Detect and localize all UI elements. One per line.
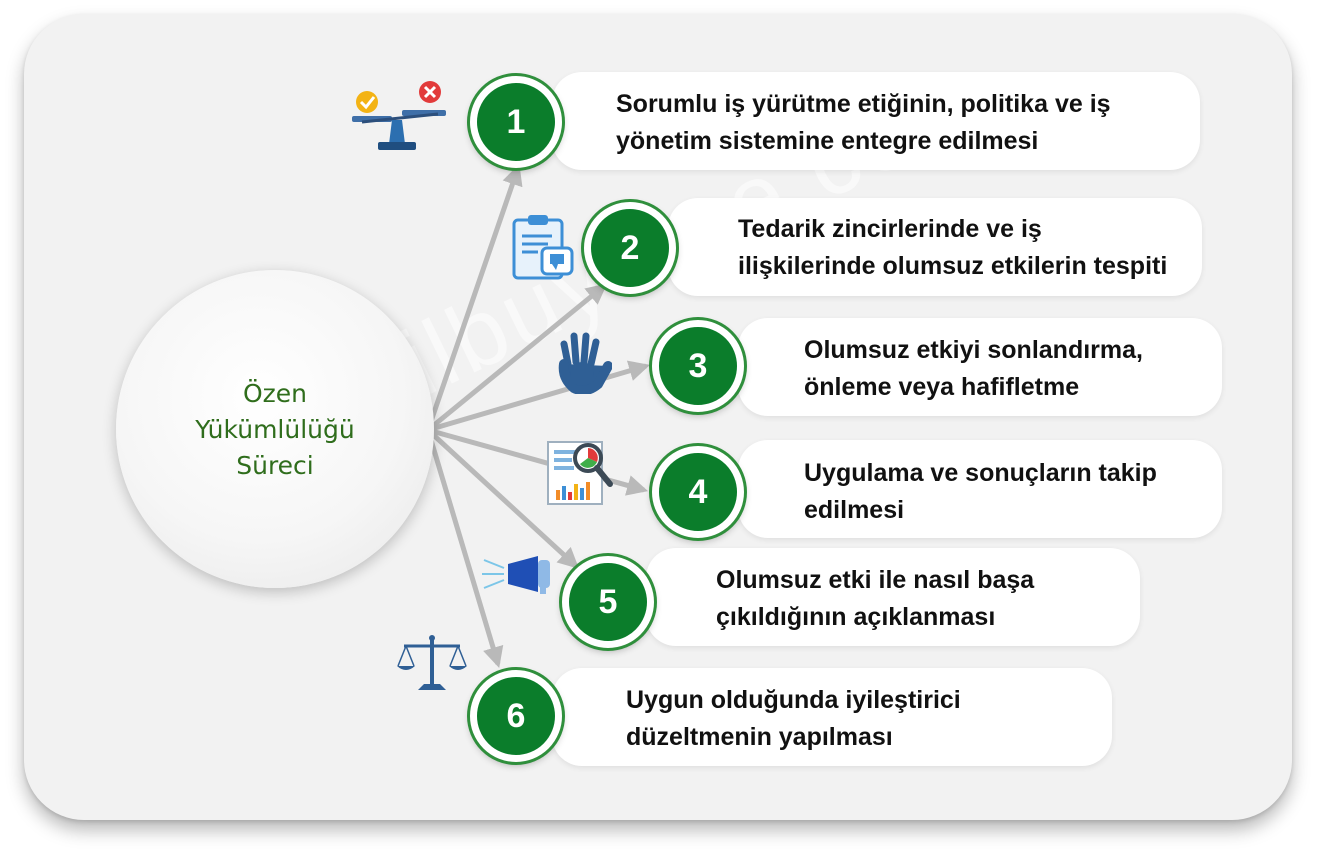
step-6-number: 6 (470, 670, 562, 762)
arrow-to-step-1 (425, 164, 523, 431)
megaphone-icon (482, 556, 550, 594)
hub-title-line: Yükümlülüğü (195, 415, 355, 444)
step-5-text: Olumsuz etki ile nasıl başa çıkıldığının… (716, 566, 1035, 631)
step-2-box (668, 198, 1202, 296)
arrow-to-step-3 (427, 360, 651, 433)
step-3-text: Olumsuz etkiyi sonlandırma, önleme veya … (804, 336, 1143, 401)
arrow-to-step-6 (425, 429, 504, 669)
step-5-box (646, 548, 1140, 646)
step-2-number: 2 (584, 202, 676, 294)
hub-title-line: Özen (242, 379, 308, 408)
step-1-box (552, 72, 1200, 170)
justice-scale-icon (397, 635, 467, 690)
stop-hand-icon (558, 332, 612, 394)
step-4-text: Uygulama ve sonuçların takip edilmesi (804, 459, 1157, 524)
step-3-box (738, 318, 1222, 416)
step-4-number: 4 (652, 446, 744, 538)
report-magnifier-icon (547, 441, 613, 505)
step-1-text: Sorumlu iş yürütme etiğinin, politika ve… (616, 90, 1111, 155)
step-6-text: Uygun olduğunda iyileştirici düzeltmenin… (626, 686, 961, 751)
step-4-box (738, 440, 1222, 538)
arrow-to-step-5 (426, 428, 580, 569)
step-2-text: Tedarik zincirlerinde ve iş ilişkilerind… (738, 215, 1168, 280)
clipboard-thumbs-down-icon (512, 215, 574, 280)
balance-scale-check-cross-icon (352, 81, 446, 150)
arrow-to-step-2 (426, 283, 608, 432)
hub-title-line: Süreci (236, 451, 314, 480)
step-5-number: 5 (562, 556, 654, 648)
hub-title: Özen Yükümlülüğü Süreci (116, 376, 434, 484)
hub-circle (116, 270, 434, 588)
step-3-number: 3 (652, 320, 744, 412)
step-1-number: 1 (470, 76, 562, 168)
step-6-box (552, 668, 1112, 766)
